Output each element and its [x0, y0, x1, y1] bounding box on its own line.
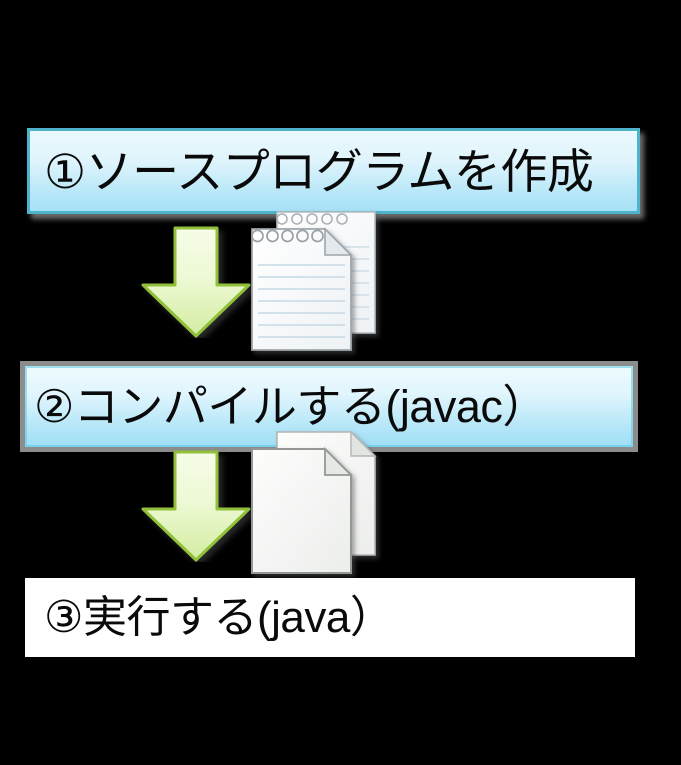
step-1-label: ①ソースプログラムを作成 — [44, 144, 594, 198]
step-3-label: ③実行する(java） — [44, 592, 394, 642]
step-2-label: ②コンパイルする(javac） — [34, 381, 547, 432]
class-file-document-icon — [247, 427, 382, 579]
arrow-down-icon-2 — [136, 450, 256, 562]
step-box-1[interactable]: ①ソースプログラムを作成 — [27, 128, 640, 214]
step-box-2[interactable]: ②コンパイルする(javac） — [20, 361, 638, 452]
arrow-down-icon-1 — [136, 226, 256, 338]
source-file-notepad-icon — [247, 207, 382, 359]
step-box-3[interactable]: ③実行する(java） — [25, 578, 635, 657]
